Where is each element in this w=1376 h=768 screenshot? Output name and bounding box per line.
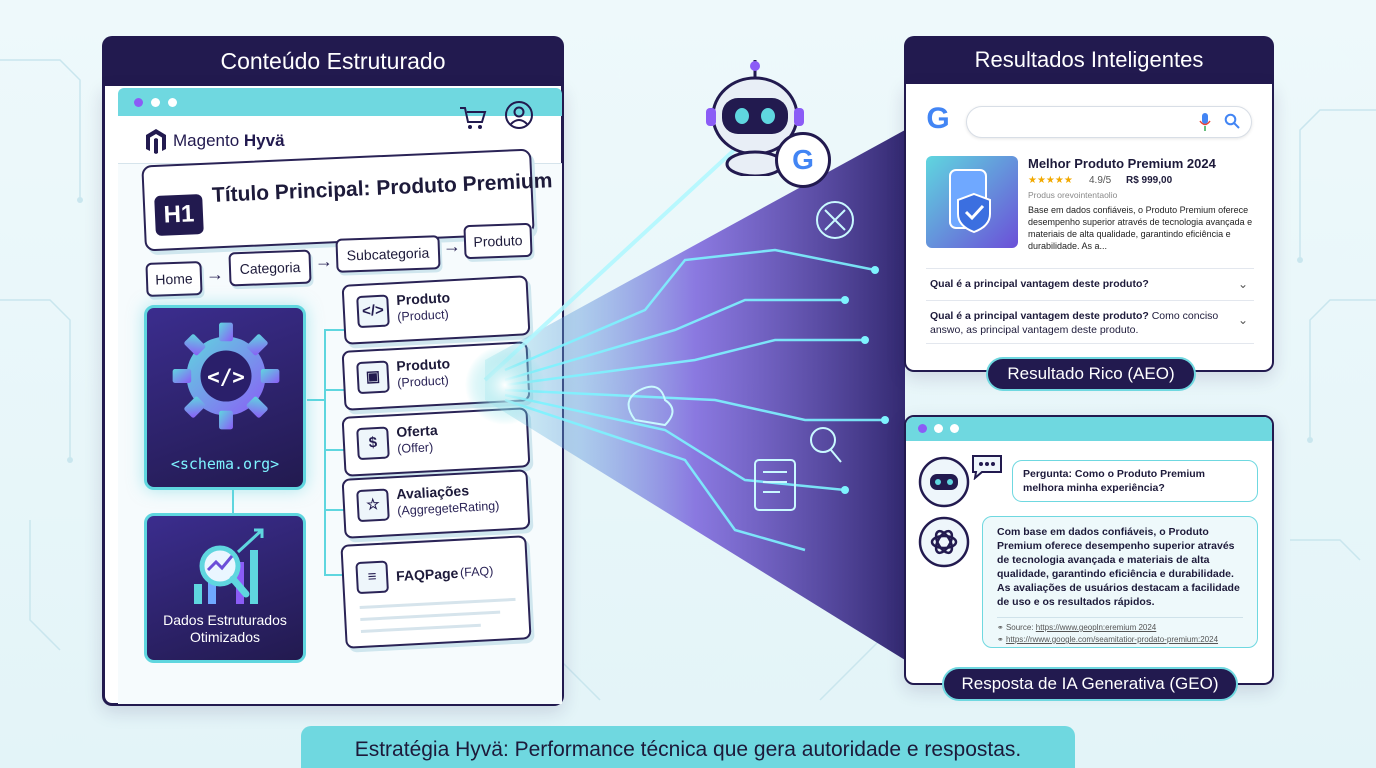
- source-line: ⚭ Source: https://www.geopln:eremium 202…: [997, 622, 1243, 634]
- faq-question: Qual é a principal vantagem deste produt…: [930, 278, 1149, 290]
- connector-lines: [232, 329, 345, 576]
- card-title: Oferta: [396, 421, 439, 441]
- source-label: Source:: [1005, 623, 1034, 632]
- chevron-down-icon[interactable]: ⌄: [1237, 277, 1248, 291]
- rating-value: 4.9/5: [1089, 175, 1112, 186]
- faq-question: Qual é a principal vantagem deste produt…: [930, 310, 1149, 322]
- breadcrumb-categoria[interactable]: Categoria: [228, 249, 312, 287]
- breadcrumb-subcategoria[interactable]: Subcategoria: [335, 235, 441, 273]
- data-flow-beam: [465, 130, 905, 660]
- shield-icon: [949, 169, 991, 234]
- window-dot-icon: [934, 424, 943, 433]
- window-dot-icon: [151, 98, 160, 107]
- card-subtitle: (Product): [396, 307, 450, 325]
- schema-org-label: <schema.org>: [170, 455, 280, 473]
- window-dot-icon: [134, 98, 143, 107]
- google-badge: G: [775, 132, 831, 188]
- product-description: Base em dados confiáveis, o Produto Prem…: [1028, 205, 1253, 251]
- geo-label-pill: Resposta de IA Generativa (GEO): [942, 667, 1238, 701]
- h1-tag: H1: [154, 193, 204, 237]
- box-icon: ▣: [356, 360, 390, 395]
- chevron-down-icon[interactable]: ⌄: [1237, 313, 1248, 327]
- dollar-icon: $: [356, 426, 390, 461]
- faq-answer: Como conciso answo, as principal vantage…: [930, 310, 1219, 336]
- window-dot-icon: [950, 424, 959, 433]
- window-dot-icon: [918, 424, 927, 433]
- product-price: R$ 999,00: [1126, 175, 1173, 186]
- source-link-2[interactable]: https://rwww.google.com/seamitatior-prod…: [1005, 635, 1219, 644]
- google-logo-icon: G: [922, 102, 954, 138]
- card-subtitle: (Product): [396, 373, 450, 391]
- brand-prefix: Magento: [173, 131, 240, 150]
- card-subtitle: (Offer): [396, 440, 434, 457]
- source-link-1[interactable]: https://www.geopln:eremium 2024: [1035, 623, 1157, 632]
- link-icon: ⚭: [997, 635, 1006, 644]
- footer-banner: Estratégia Hyvä: Performance técnica que…: [301, 726, 1075, 768]
- rating-stars-icon: ★★★★★: [1028, 175, 1073, 186]
- faq-answer-block: Qual é a principal vantagem deste produt…: [930, 309, 1220, 337]
- faq-item-2[interactable]: Qual é a principal vantagem deste produt…: [926, 300, 1254, 344]
- source-line: ⚭ https://rwww.google.com/seamitatior-pr…: [997, 634, 1243, 646]
- faq-item-1[interactable]: Qual é a principal vantagem deste produt…: [926, 268, 1254, 298]
- product-title[interactable]: Melhor Produto Premium 2024: [1028, 156, 1216, 171]
- magento-logo-icon: [146, 129, 166, 154]
- product-subtitle: Produs orevointentaolio: [1028, 190, 1118, 200]
- breadcrumb-home[interactable]: Home: [145, 261, 203, 297]
- breadcrumb-arrow-icon: →: [443, 236, 461, 256]
- structured-data-box: [144, 513, 306, 663]
- right-panel-title: Resultados Inteligentes: [904, 36, 1274, 84]
- openai-logo-icon: [918, 516, 970, 568]
- source-divider: [997, 617, 1243, 618]
- star-icon: ☆: [356, 488, 390, 523]
- code-gear-icon: </>: [172, 322, 280, 430]
- card-title: Produto: [396, 289, 451, 309]
- svg-text:</>: </>: [207, 365, 245, 389]
- robot-icon: [706, 60, 804, 176]
- mic-icon[interactable]: [1198, 112, 1212, 132]
- google-letter: G: [926, 102, 950, 135]
- aeo-label-pill: Resultado Rico (AEO): [986, 357, 1196, 391]
- ai-answer-text: Com base em dados confiáveis, o Produto …: [997, 526, 1240, 608]
- link-icon: ⚭: [997, 623, 1006, 632]
- user-icon[interactable]: [504, 100, 534, 130]
- brand-name: Magento Hyvä: [173, 131, 285, 151]
- window-dot-icon: [168, 98, 177, 107]
- breadcrumb-arrow-icon: →: [206, 264, 224, 284]
- google-icon: G: [792, 144, 814, 175]
- brand-suffix: Hyvä: [243, 131, 285, 150]
- left-panel-title: Conteúdo Estruturado: [102, 36, 564, 86]
- chat-bubble-icon: [972, 455, 1002, 480]
- window-titlebar: [118, 88, 562, 116]
- card-title: Produto: [396, 355, 451, 375]
- analytics-magnifier-icon: [194, 528, 264, 604]
- breadcrumb-arrow-icon: →: [315, 251, 333, 271]
- cart-icon[interactable]: [458, 104, 488, 132]
- user-question-bubble: Pergunta: Como o Produto Premium melhora…: [1012, 460, 1258, 502]
- structured-data-label: Dados Estruturados Otimizados: [163, 612, 287, 645]
- code-icon: </>: [356, 294, 390, 329]
- bot-avatar-icon: [918, 456, 970, 508]
- window-titlebar: [906, 417, 1272, 441]
- search-icon[interactable]: [1224, 113, 1240, 129]
- ai-answer-bubble: Com base em dados confiáveis, o Produto …: [982, 516, 1258, 648]
- list-icon: ≡: [355, 560, 389, 595]
